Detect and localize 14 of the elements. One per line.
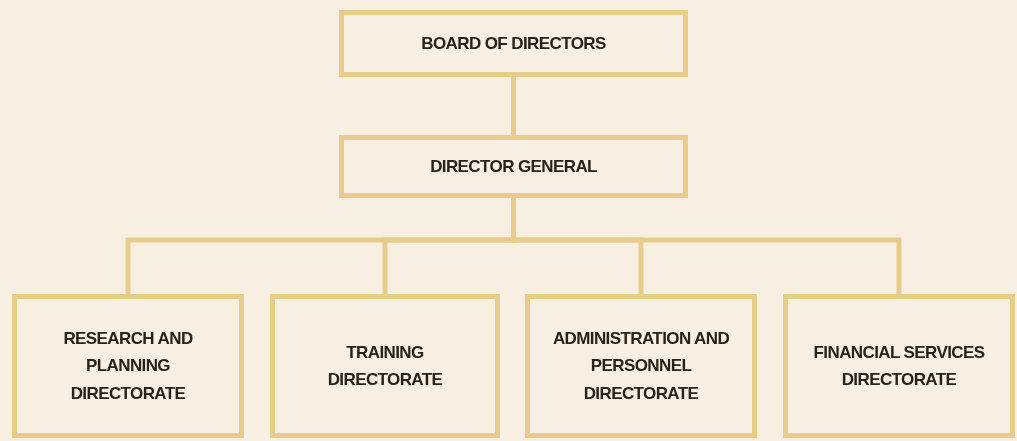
org-box [12, 294, 244, 438]
connector-line [511, 198, 902, 294]
org-box [339, 10, 688, 77]
connector-line [511, 77, 516, 135]
box-label: FINANCIAL SERVICES DIRECTORATE [812, 341, 986, 391]
org-box [339, 135, 688, 198]
box-label: DIRECTOR GENERAL [430, 155, 597, 178]
box-label: BOARD OF DIRECTORS [421, 32, 606, 55]
box-label: RESEARCH AND PLANNING DIRECTORATE [62, 328, 194, 405]
org-box [270, 294, 500, 438]
org-box [525, 294, 757, 438]
org-box [783, 294, 1015, 438]
box-label: ADMINISTRATION AND PERSONNEL DIRECTORATE [551, 328, 731, 405]
box-label: TRAINING DIRECTORATE [326, 341, 444, 391]
